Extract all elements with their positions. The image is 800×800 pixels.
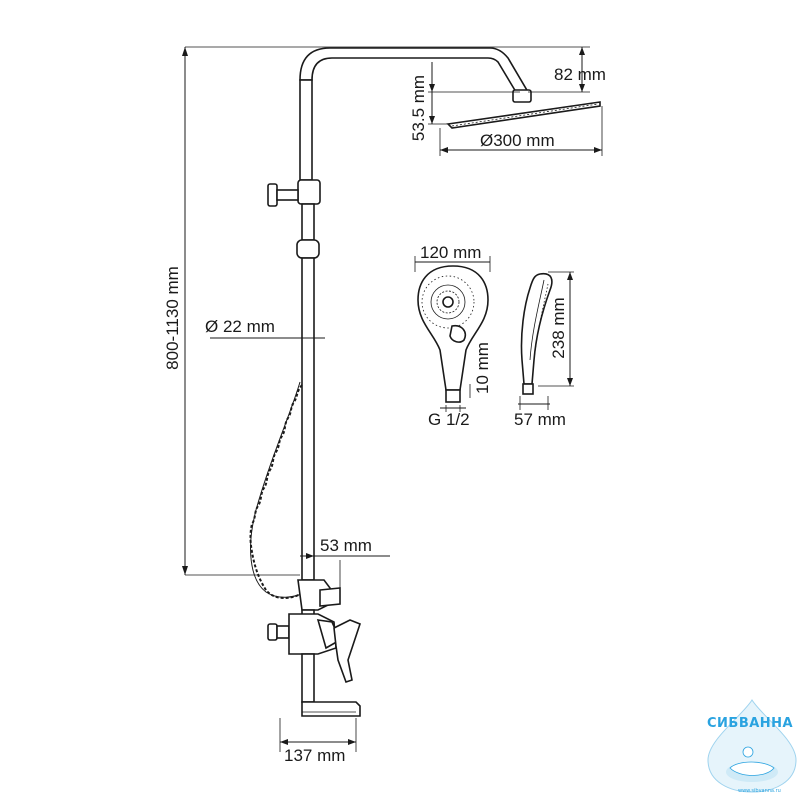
shower-hose	[249, 381, 307, 599]
spout-length-dimension: 137 mm	[279, 718, 357, 765]
head-height-label: 82 mm	[554, 65, 606, 84]
rain-shower-head: 53.5 mm 82 mm Ø300 mm	[409, 46, 606, 156]
head-thickness-label: 53.5 mm	[409, 75, 428, 141]
hand-depth-label: 57 mm	[514, 410, 566, 429]
outlet-offset-label: 53 mm	[320, 536, 372, 555]
spout-length-label: 137 mm	[284, 746, 345, 765]
hand-thread-label: G 1/2	[428, 410, 470, 429]
diverter-knob	[267, 183, 299, 207]
hand-shower-front: 120 mm G 1/2 10 mm	[414, 243, 492, 429]
height-dimension: 800-1130 mm	[163, 46, 490, 576]
outlet-offset-dimension: 53 mm	[300, 536, 390, 590]
height-range-label: 800-1130 mm	[163, 266, 182, 370]
pipe-diameter-dimension: Ø 22 mm	[205, 317, 325, 352]
watermark-url: www.sibvanna.ru	[738, 788, 781, 794]
watermark-brand: СИБВАННА	[707, 716, 793, 731]
hand-length-label: 238 mm	[549, 297, 568, 358]
pipe-diameter-label: Ø 22 mm	[205, 317, 275, 336]
hand-shower-side: 57 mm 238 mm	[514, 271, 574, 429]
mixer-body	[267, 579, 361, 717]
hand-neck-label: 10 mm	[473, 342, 492, 394]
head-diameter-label: Ø300 mm	[480, 131, 555, 150]
watermark-logo: СИБВАННА www.sibvanna.ru	[707, 699, 797, 794]
hand-width-label: 120 mm	[420, 243, 481, 262]
